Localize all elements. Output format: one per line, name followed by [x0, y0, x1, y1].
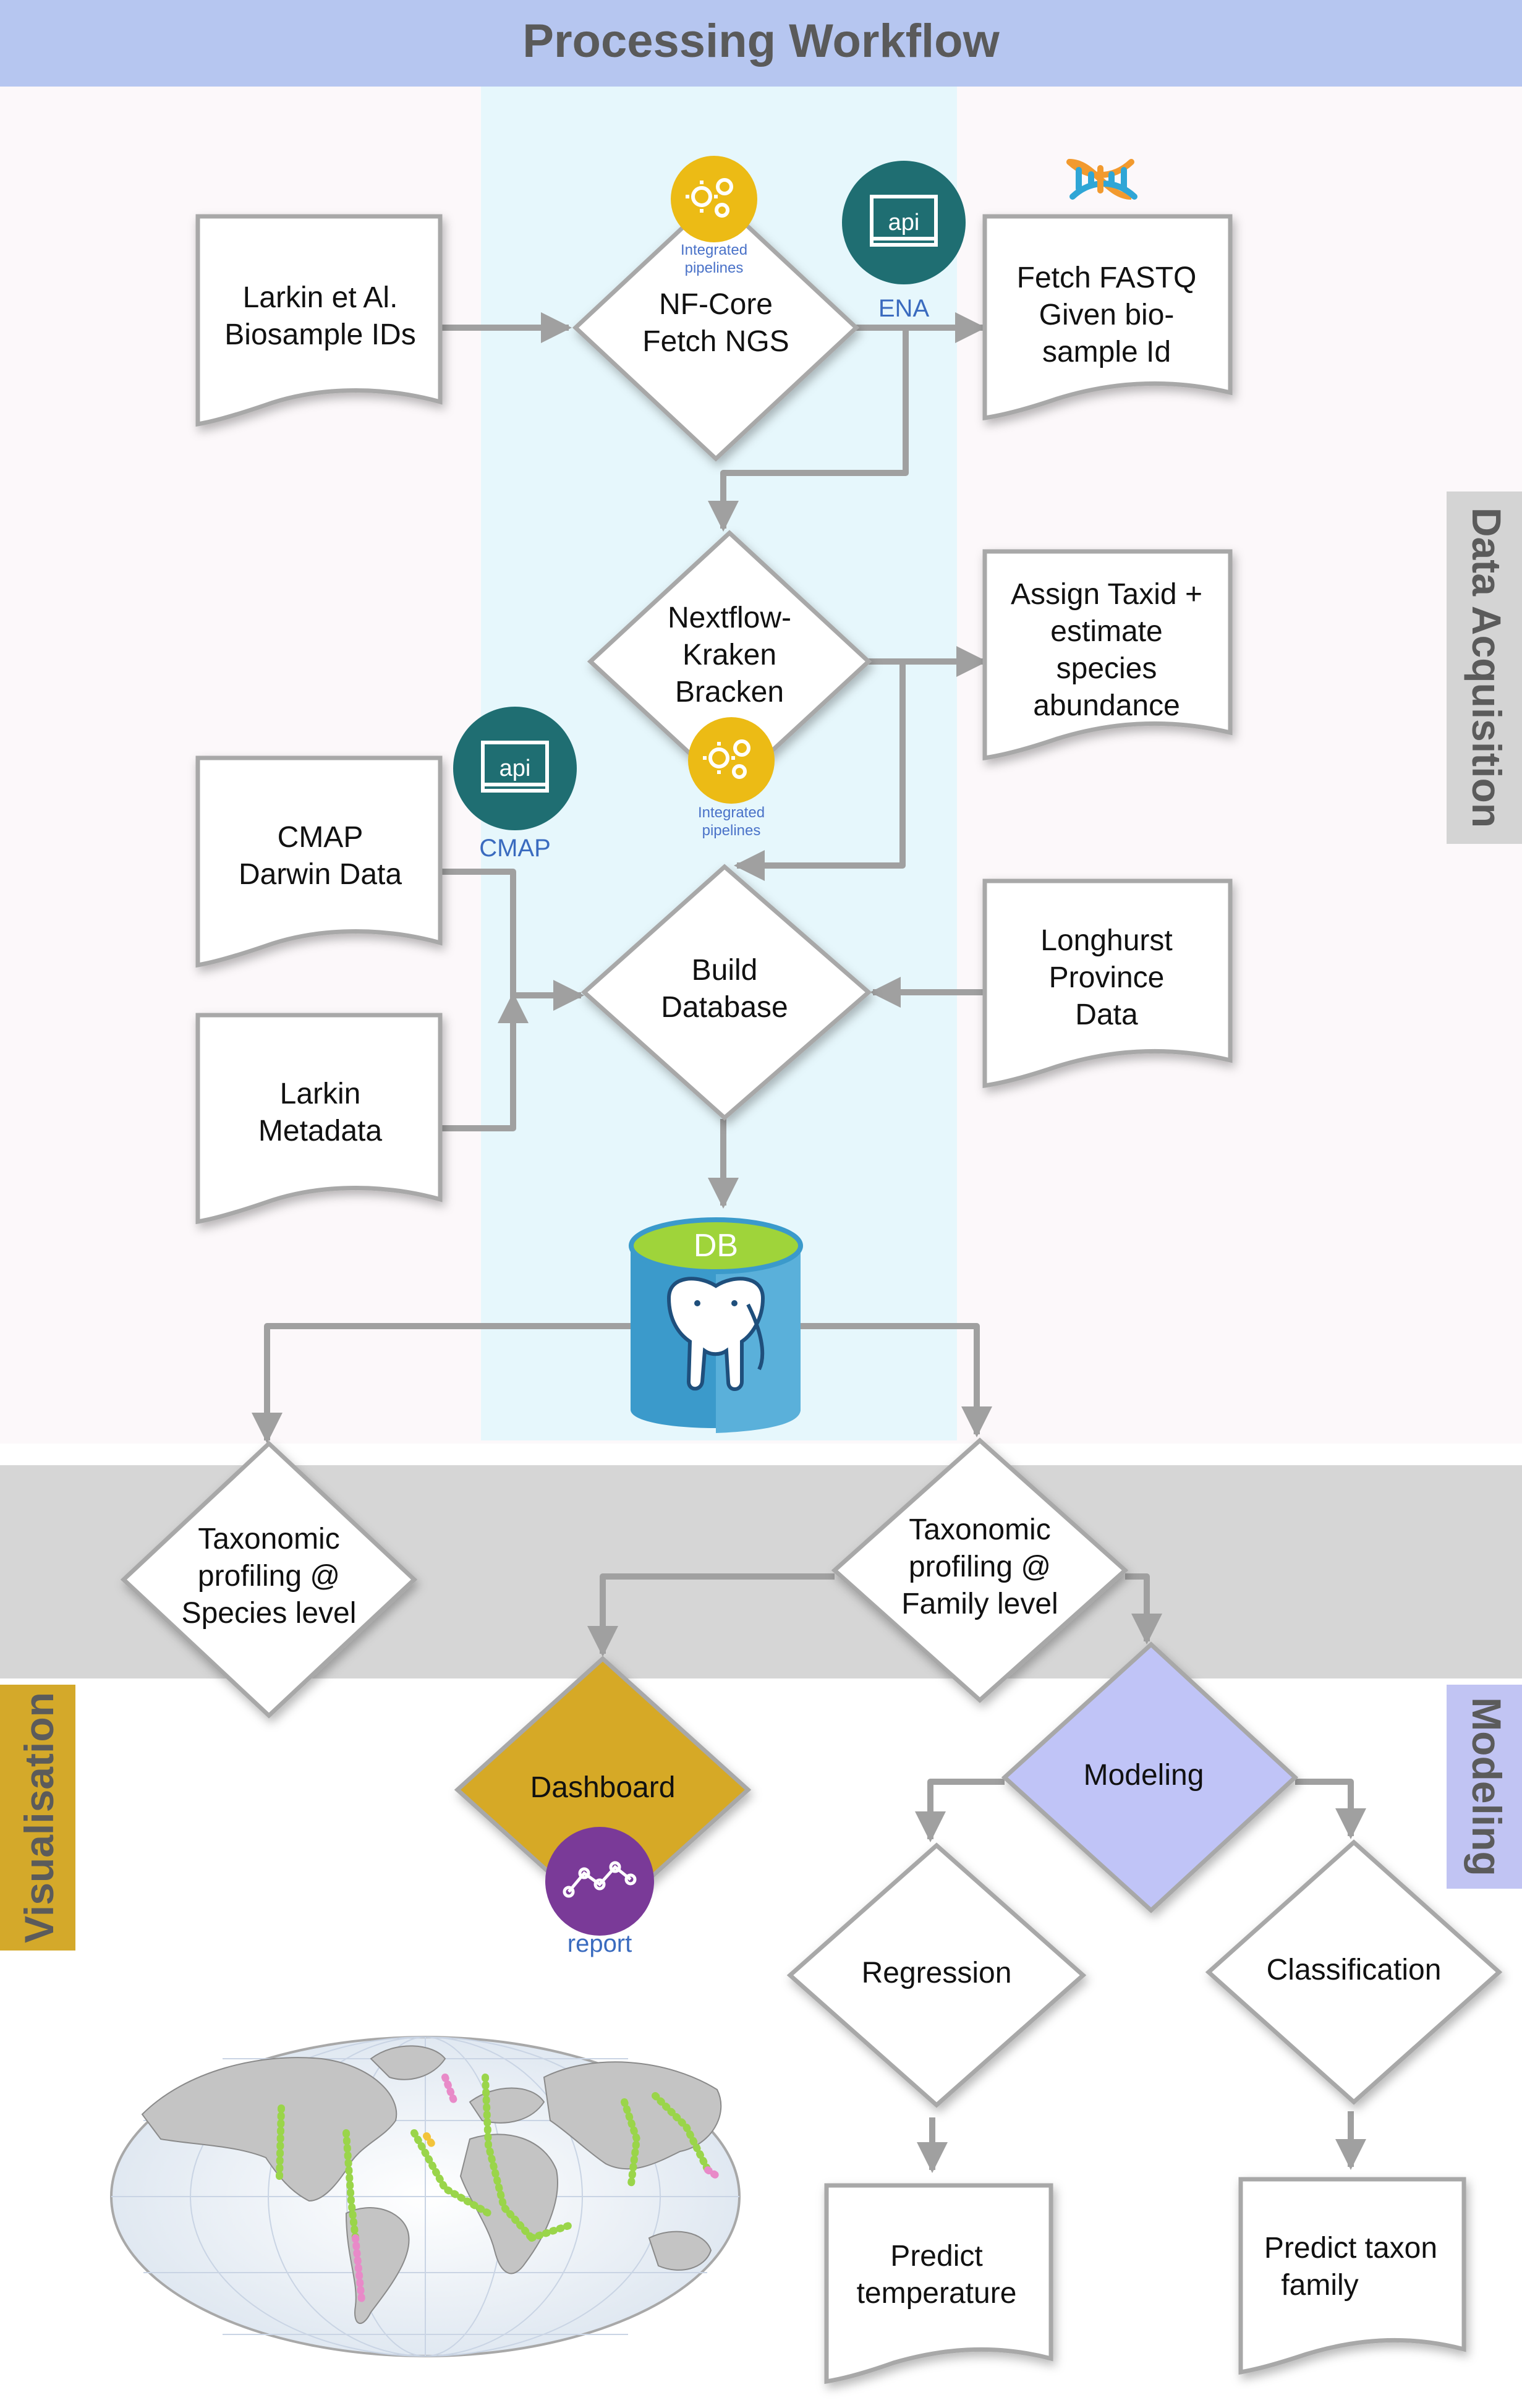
page-title: Processing Workflow: [522, 15, 1000, 67]
gears-icon: [703, 739, 750, 779]
svg-text:api: api: [888, 210, 920, 236]
decision-classification-text: Classification: [1267, 1954, 1442, 1986]
database-cylinder: DB: [629, 1217, 803, 1433]
arrow-family-to-dashboard: [587, 1573, 835, 1657]
api-icon: [870, 195, 938, 247]
doc-larkin-ids: [195, 214, 443, 427]
dna-icon: [1066, 159, 1137, 200]
header-bar: [0, 0, 1522, 87]
arrow-cmap-to-builddb: [440, 869, 584, 1011]
data-acquisition-tab: Data Acquisition: [1447, 491, 1522, 844]
world-map-figure: [110, 2036, 741, 2357]
visualisation-tab: Visualisation: [0, 1685, 75, 1951]
ena-api-badge: api ENA: [842, 161, 966, 322]
arrow-modeling-to-regression: [915, 1779, 1005, 1842]
doc-longhurst: [982, 879, 1233, 1089]
svg-text:Modeling: Modeling: [1464, 1697, 1510, 1876]
decision-regression: [786, 1842, 1087, 2108]
doc-assign-taxid: [982, 549, 1233, 761]
arrow-db-to-family: [801, 1323, 992, 1437]
decision-modeling-text: Modeling: [1084, 1759, 1204, 1792]
cruise-tracks: [276, 2074, 721, 2304]
cmap-api-badge: api CMAP: [453, 707, 577, 862]
decision-tax-family: [831, 1437, 1129, 1703]
decision-nfcore: [572, 194, 860, 462]
doc-cmap-darwin: [195, 755, 443, 968]
doc-larkin-ids-text: Larkin et Al.Biosample IDs: [224, 281, 415, 351]
doc-fetch-fastq: [982, 214, 1233, 421]
decision-regression-text: Regression: [862, 1957, 1012, 1989]
decision-tax-species: [120, 1440, 418, 1719]
doc-predict-taxon: [1238, 2177, 1466, 2375]
decision-classification: [1205, 1839, 1503, 2105]
modeling-tab: Modeling: [1447, 1685, 1522, 1889]
arrow-taxid-to-builddb: [734, 662, 906, 881]
gears-icon: [686, 178, 733, 218]
map-continents: [141, 2045, 722, 2325]
decision-dashboard-text: Dashboard: [530, 1771, 676, 1804]
arrow-meta-to-builddb: [440, 992, 529, 1131]
arrow-family-to-modeling: [1125, 1573, 1162, 1644]
decision-build-db: [580, 864, 872, 1121]
arrow-nfcore-to-kraken: [708, 328, 909, 532]
svg-text:api: api: [500, 755, 531, 781]
svg-text:report: report: [568, 1930, 632, 1957]
svg-text:Data Acquisition: Data Acquisition: [1464, 508, 1510, 828]
svg-text:Visualisation: Visualisation: [16, 1692, 62, 1943]
arrow-modeling-to-classification: [1295, 1779, 1366, 1839]
arrow-db-to-species: [252, 1323, 631, 1444]
svg-text:ENA: ENA: [878, 295, 930, 322]
doc-larkin-meta: [195, 1013, 443, 1225]
postgresql-elephant-icon: [666, 1277, 765, 1391]
api-icon: [481, 741, 549, 793]
line-chart-icon: [563, 1861, 637, 1898]
decision-modeling: [1001, 1641, 1299, 1913]
report-badge: report: [545, 1827, 654, 1957]
svg-text:CMAP: CMAP: [479, 835, 551, 862]
svg-text:DB: DB: [694, 1228, 738, 1264]
doc-predict-temp: [824, 2183, 1053, 2385]
